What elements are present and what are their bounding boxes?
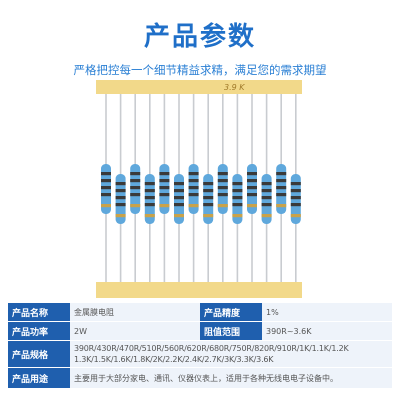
resistor-color-band bbox=[101, 186, 111, 190]
resistor-color-band bbox=[276, 172, 287, 176]
spec-label-power: 产品功率 bbox=[8, 321, 70, 341]
spec-value-usage: 主要用于大部分家电、通讯、仪器仪表上，适用于各种无线电电子设备中。 bbox=[70, 367, 392, 388]
resistor-color-band bbox=[276, 186, 287, 190]
resistor-color-band bbox=[217, 204, 228, 208]
resistor-color-band bbox=[232, 214, 243, 218]
spec-row-power-range: 产品功率 2W 阻值范围 390R~3.6K bbox=[8, 321, 392, 341]
spec-table: 产品名称 金属膜电阻 产品精度 1% 产品功率 2W 阻值范围 390R~3.6… bbox=[8, 302, 392, 388]
resistor-color-band bbox=[159, 172, 170, 176]
spec-value-specification: 390R/430R/470R/510R/560R/620R/680R/750R/… bbox=[70, 340, 392, 368]
spec-value-precision: 1% bbox=[262, 302, 392, 322]
resistor-color-band bbox=[115, 182, 126, 186]
resistor-color-band bbox=[174, 203, 184, 207]
spec-label-name: 产品名称 bbox=[8, 302, 70, 322]
resistor-color-band bbox=[101, 193, 111, 197]
page-title: 产品参数 bbox=[143, 22, 256, 52]
resistor-bodies bbox=[101, 164, 301, 224]
resistor-color-band bbox=[101, 179, 111, 183]
resistor-color-band bbox=[203, 189, 214, 193]
resistor-color-band bbox=[232, 189, 243, 193]
resistor-color-band bbox=[101, 204, 111, 208]
tape-label: 3.9 K bbox=[224, 83, 245, 92]
spec-values-line-2: 1.3K/1.5K/1.6K/1.8K/2K/2.2K/2.4K/2.7K/3K… bbox=[74, 355, 274, 364]
resistor-color-band bbox=[232, 196, 243, 200]
resistor-color-band bbox=[130, 193, 141, 197]
resistor-color-band bbox=[247, 186, 257, 190]
spec-row-specification: 产品规格 390R/430R/470R/510R/560R/620R/680R/… bbox=[8, 340, 392, 368]
resistor-color-band bbox=[203, 214, 214, 218]
resistor-color-band bbox=[203, 182, 214, 186]
resistor-color-band bbox=[247, 193, 257, 197]
resistor-color-band bbox=[290, 182, 301, 186]
spec-value-name: 金属膜电阻 bbox=[70, 302, 200, 322]
resistor-color-band bbox=[232, 182, 243, 186]
resistor-color-band bbox=[276, 204, 287, 208]
resistor-photo: 3.9 K bbox=[96, 80, 302, 298]
resistor-color-band bbox=[203, 203, 214, 207]
resistor-color-band bbox=[188, 186, 199, 190]
resistor-color-band bbox=[144, 182, 155, 186]
resistor-color-band bbox=[276, 193, 287, 197]
resistor-color-band bbox=[247, 172, 257, 176]
resistor-color-band bbox=[188, 204, 199, 208]
resistor-color-band bbox=[130, 186, 141, 190]
resistor-color-band bbox=[188, 179, 199, 183]
resistor-color-band bbox=[261, 196, 272, 200]
resistor-color-band bbox=[290, 196, 301, 200]
resistor-color-band bbox=[276, 179, 287, 183]
resistor-color-band bbox=[159, 186, 170, 190]
spec-label-specification: 产品规格 bbox=[8, 340, 70, 368]
resistor-color-band bbox=[217, 193, 228, 197]
resistor-color-band bbox=[217, 179, 228, 183]
resistor-color-band bbox=[159, 204, 170, 208]
resistor-color-band bbox=[290, 189, 301, 193]
resistor-color-band bbox=[290, 214, 301, 218]
resistor-color-band bbox=[247, 204, 257, 208]
resistor-color-band bbox=[188, 172, 199, 176]
resistor-color-band bbox=[217, 172, 228, 176]
resistor-color-band bbox=[188, 193, 199, 197]
resistor-color-band bbox=[174, 214, 184, 218]
resistor-color-band bbox=[174, 196, 184, 200]
spec-label-precision: 产品精度 bbox=[200, 302, 262, 322]
resistor-color-band bbox=[174, 189, 184, 193]
resistor-color-band bbox=[115, 196, 126, 200]
spec-row-name-precision: 产品名称 金属膜电阻 产品精度 1% bbox=[8, 302, 392, 322]
resistor-color-band bbox=[290, 203, 301, 207]
resistor-color-band bbox=[144, 189, 155, 193]
resistor-color-band bbox=[130, 172, 141, 176]
resistor-color-band bbox=[159, 179, 170, 183]
resistor-color-band bbox=[115, 214, 126, 218]
spec-row-usage: 产品用途 主要用于大部分家电、通讯、仪器仪表上，适用于各种无线电电子设备中。 bbox=[8, 367, 392, 388]
resistor-color-band bbox=[144, 203, 155, 207]
spec-value-range: 390R~3.6K bbox=[262, 321, 392, 341]
resistor-color-band bbox=[115, 203, 126, 207]
spec-values-line-1: 390R/430R/470R/510R/560R/620R/680R/750R/… bbox=[74, 344, 349, 353]
spec-label-range: 阻值范围 bbox=[200, 321, 262, 341]
resistor-color-band bbox=[261, 214, 272, 218]
resistor-color-band bbox=[261, 203, 272, 207]
spec-value-power: 2W bbox=[70, 321, 200, 341]
spec-label-usage: 产品用途 bbox=[8, 367, 70, 388]
resistor-color-band bbox=[217, 186, 228, 190]
resistor-color-band bbox=[144, 214, 155, 218]
resistor-color-band bbox=[232, 203, 243, 207]
resistor-color-band bbox=[174, 182, 184, 186]
resistor-color-band bbox=[247, 179, 257, 183]
resistor-color-band bbox=[115, 189, 126, 193]
resistor-color-band bbox=[101, 172, 111, 176]
resistor-color-band bbox=[130, 204, 141, 208]
resistor-color-band bbox=[130, 179, 141, 183]
resistor-color-band bbox=[203, 196, 214, 200]
top-paper-tape bbox=[96, 80, 302, 94]
resistor-color-band bbox=[144, 196, 155, 200]
resistor-color-band bbox=[261, 189, 272, 193]
resistor-color-band bbox=[261, 182, 272, 186]
resistor-color-band bbox=[159, 193, 170, 197]
page-subtitle: 严格把控每一个细节精益求精，满足您的需求期望 bbox=[73, 63, 327, 77]
bottom-paper-tape bbox=[96, 282, 302, 298]
